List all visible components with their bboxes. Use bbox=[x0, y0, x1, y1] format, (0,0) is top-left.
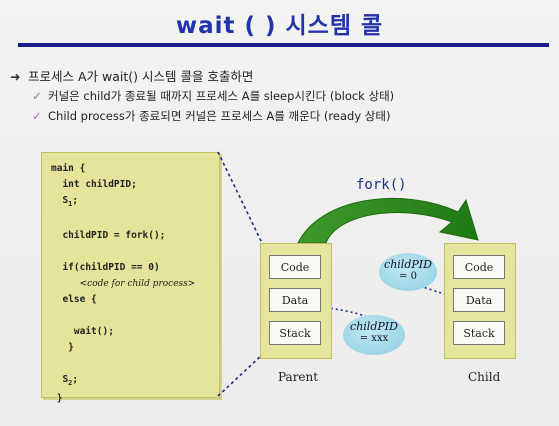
code-line: } bbox=[51, 392, 63, 404]
parent-stack-segment: Stack bbox=[269, 321, 321, 345]
code-semicolon: ; bbox=[72, 195, 79, 206]
parent-data-segment: Data bbox=[269, 288, 321, 312]
code-line: S2; bbox=[51, 373, 79, 387]
code-stmt: S bbox=[51, 195, 69, 206]
code-comment: <code for child process> bbox=[79, 278, 196, 289]
code-line: else { bbox=[51, 293, 97, 305]
code-line: if(childPID == 0) bbox=[51, 261, 160, 273]
code-stmt: S bbox=[51, 373, 69, 385]
child-value-ellipse: childPID = 0 bbox=[379, 253, 437, 291]
sub-bullet-2-text: Child process가 종료되면 커널은 프로세스 A를 깨운다 (rea… bbox=[48, 109, 391, 123]
sub-bullet-1: ✓ 커널은 child가 종료될 때까지 프로세스 A를 sleep시킨다 (bl… bbox=[32, 88, 395, 104]
code-line: } bbox=[51, 341, 74, 353]
parent-value-name: childPID bbox=[350, 320, 398, 333]
fork-label: fork() bbox=[356, 177, 407, 193]
code-subscript: 1 bbox=[68, 199, 73, 208]
sub-bullet-1-text: 커널은 child가 종료될 때까지 프로세스 A를 sleep시킨다 (blo… bbox=[48, 89, 395, 103]
check-icon: ✓ bbox=[32, 109, 42, 123]
code-line: wait(); bbox=[51, 325, 114, 337]
dashed-connector bbox=[217, 151, 263, 244]
code-line: S1; bbox=[51, 195, 79, 208]
child-value-name: childPID bbox=[384, 258, 432, 271]
code-listing: main { int childPID; S1; childPID = fork… bbox=[51, 161, 195, 407]
main-bullet: ➜ 프로세스 A가 wait() 시스템 콜을 호출하면 bbox=[10, 66, 253, 85]
child-data-segment: Data bbox=[453, 288, 505, 312]
arrow-bullet-icon: ➜ bbox=[10, 69, 21, 84]
child-code-segment: Code bbox=[453, 255, 505, 279]
dashed-connector bbox=[217, 354, 263, 397]
code-box bbox=[41, 152, 220, 398]
fork-arrow bbox=[297, 197, 479, 244]
parent-value-ellipse: childPID = xxx bbox=[343, 315, 405, 355]
parent-code-segment: Code bbox=[269, 255, 321, 279]
sub-bullet-2: ✓ Child process가 종료되면 커널은 프로세스 A를 깨운다 (re… bbox=[32, 108, 391, 124]
child-label: Child bbox=[468, 370, 501, 384]
code-subscript: 2 bbox=[68, 378, 73, 387]
title-underline bbox=[18, 43, 549, 47]
main-bullet-text: 프로세스 A가 wait() 시스템 콜을 호출하면 bbox=[28, 69, 254, 84]
slide-title: wait ( ) 시스템 콜 bbox=[175, 13, 384, 39]
code-line: main { bbox=[51, 163, 86, 174]
parent-label: Parent bbox=[278, 370, 319, 384]
code-line: childPID = fork(); bbox=[51, 229, 166, 241]
parent-value: = xxx bbox=[359, 333, 389, 344]
code-line: int childPID; bbox=[51, 179, 137, 190]
code-semicolon: ; bbox=[72, 373, 79, 385]
child-value: = 0 bbox=[399, 271, 417, 282]
check-icon: ✓ bbox=[32, 89, 42, 103]
child-stack-segment: Stack bbox=[453, 321, 505, 345]
